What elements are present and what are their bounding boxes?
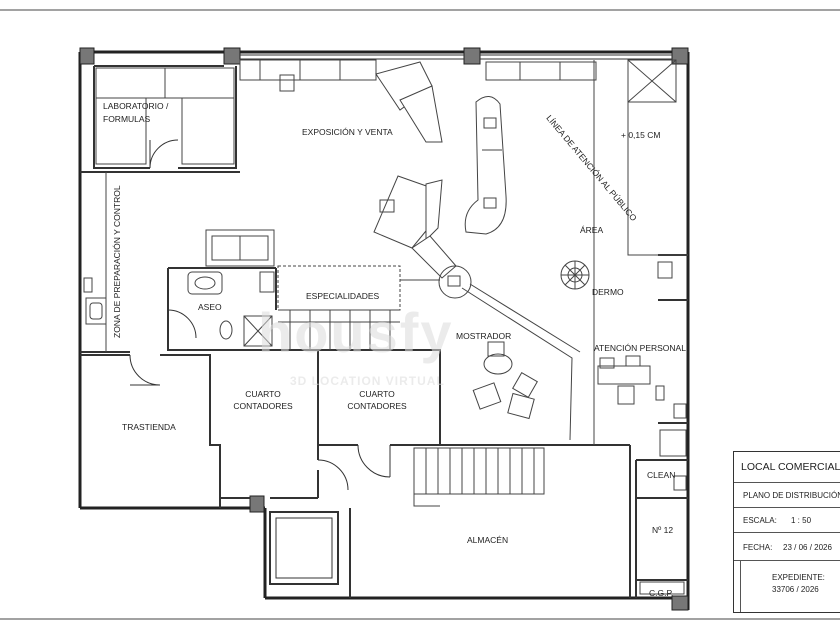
outer-walls: [78, 50, 690, 610]
title-project: LOCAL COMERCIAL: [741, 461, 840, 473]
label-dermo: DERMO: [592, 287, 624, 297]
label-atencion-personal: ATENCIÓN PERSONAL: [594, 343, 686, 353]
sheet-frame: [0, 9, 840, 620]
label-aseo: ASEO: [198, 302, 222, 312]
title-row-project: LOCAL COMERCIAL: [734, 452, 840, 483]
label-laboratorio-1: LABORATORIO /: [103, 101, 169, 111]
label-almacen: ALMACÉN: [467, 535, 509, 545]
watermark-sub: 3D LOCATION VIRTUAL: [290, 374, 445, 388]
label-clean: CLEAN: [647, 470, 676, 480]
title-file-label: EXPEDIENTE:: [772, 573, 825, 582]
sofa: [205, 229, 275, 267]
label-cuarto2-2: CONTADORES: [347, 401, 407, 411]
label-area: ÁREA: [580, 225, 604, 235]
prep-counter: [83, 172, 107, 352]
interior-walls: [80, 65, 688, 598]
stairs: [413, 447, 545, 507]
label-cgp: C.G.P.: [649, 588, 674, 598]
title-row-date: FECHA: 23 / 06 / 2026: [734, 533, 840, 561]
watermark-main: housfy: [258, 301, 454, 364]
label-laboratorio-2: FORMULAS: [103, 114, 151, 124]
label-cuarto1-1: CUARTO: [245, 389, 281, 399]
label-mostrador: MOSTRADOR: [456, 331, 512, 341]
storage-block: [269, 511, 339, 585]
aseo-fixtures: [187, 271, 275, 347]
label-elevation: + 0,15 CM: [621, 130, 661, 140]
facade-window: [240, 54, 672, 60]
label-numero: Nº 12: [652, 525, 674, 535]
mostrador-counter: [461, 283, 581, 441]
title-row-scale: ESCALA: 1 : 50: [734, 508, 840, 533]
label-exposicion: EXPOSICIÓN Y VENTA: [302, 127, 393, 137]
title-file-value: 33706 / 2026: [772, 585, 819, 594]
title-scale-value: 1 : 50: [791, 516, 812, 525]
title-row-plan: PLANO DE DISTRIBUCIÓN: [734, 483, 840, 508]
structural-columns: [79, 47, 689, 611]
title-date-label: FECHA:: [743, 543, 773, 552]
label-zona-preparacion: ZONA DE PREPARACIÓN Y CONTROL: [112, 185, 122, 338]
title-block: LOCAL COMERCIAL PLANO DE DISTRIBUCIÓN ES…: [733, 451, 840, 613]
title-row-file-margin: [734, 561, 741, 612]
exposition-shelves: [239, 59, 597, 92]
curved-stands: [375, 61, 507, 235]
title-plan-name: PLANO DE DISTRIBUCIÓN: [743, 491, 840, 500]
label-trastienda: TRASTIENDA: [122, 422, 176, 432]
label-cuarto2-1: CUARTO: [359, 389, 395, 399]
title-date-value: 23 / 06 / 2026: [783, 543, 832, 552]
atencion-table: [597, 355, 665, 405]
doors: [129, 139, 391, 491]
label-cuarto1-2: CONTADORES: [233, 401, 293, 411]
title-scale-label: ESCALA:: [743, 516, 777, 525]
central-display: [373, 175, 472, 299]
right-partitions: [593, 59, 688, 595]
dermo-rosette: [560, 260, 590, 290]
lab-counters: [95, 67, 235, 165]
label-especialidades: ESPECIALIDADES: [306, 291, 380, 301]
especialidades-shelves: [277, 265, 440, 350]
